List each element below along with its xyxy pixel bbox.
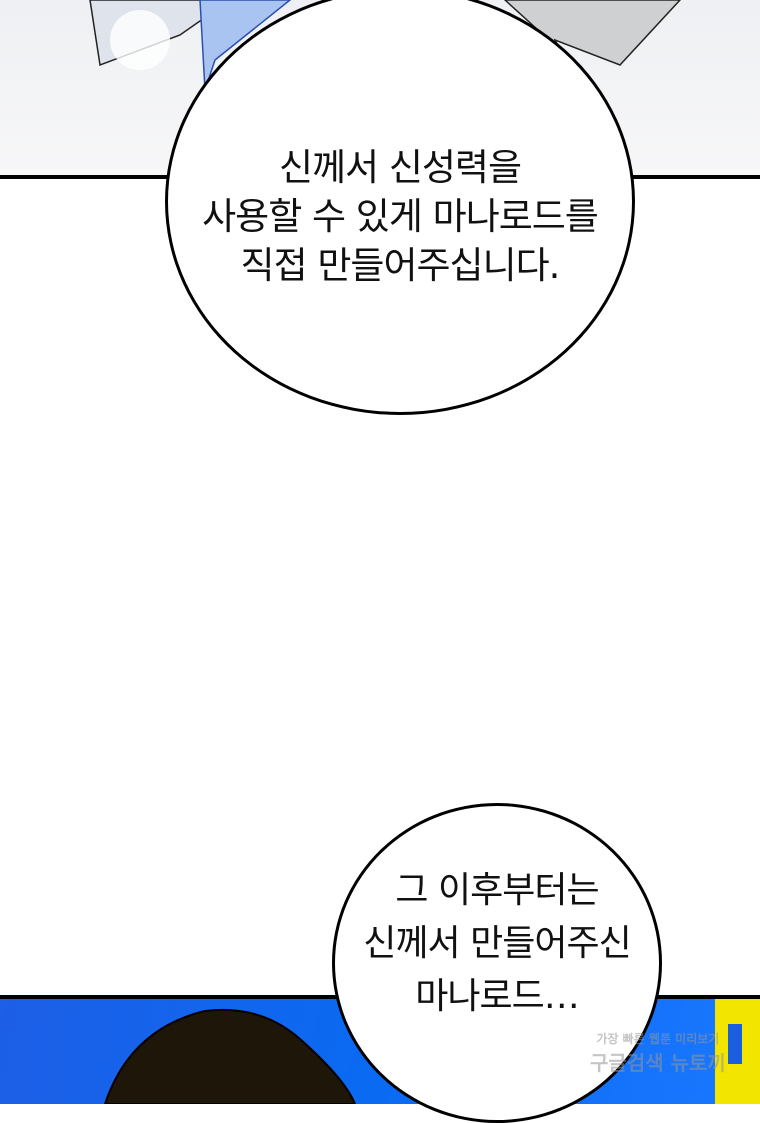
character-head-art [103,999,760,1105]
dialogue-line: 신께서 만들어주신 [363,922,631,964]
dialogue-line: 마나로드… [415,975,579,1017]
robe-figures-art [89,0,682,91]
speech-bubble: 신께서 신성력을 사용할 수 있게 마나로드를 직접 만들어주십니다. [165,0,635,415]
watermark-line: 가장 빠른 웹툰 미리보기 [596,1032,720,1046]
dialogue-line: 사용할 수 있게 마나로드를 [202,195,599,238]
dialogue-line: 직접 만들어주십니다. [240,244,561,287]
watermark: 가장 빠른 웹툰 미리보기 구글검색 뉴토끼 [590,1030,726,1076]
dialogue-line: 신께서 신성력을 [278,146,522,189]
watermark-line: 구글검색 뉴토끼 [590,1051,726,1075]
speech-bubble: 그 이후부터는 신께서 만들어주신 마나로드… [332,803,662,1123]
dialogue-line: 그 이후부터는 [395,869,599,911]
